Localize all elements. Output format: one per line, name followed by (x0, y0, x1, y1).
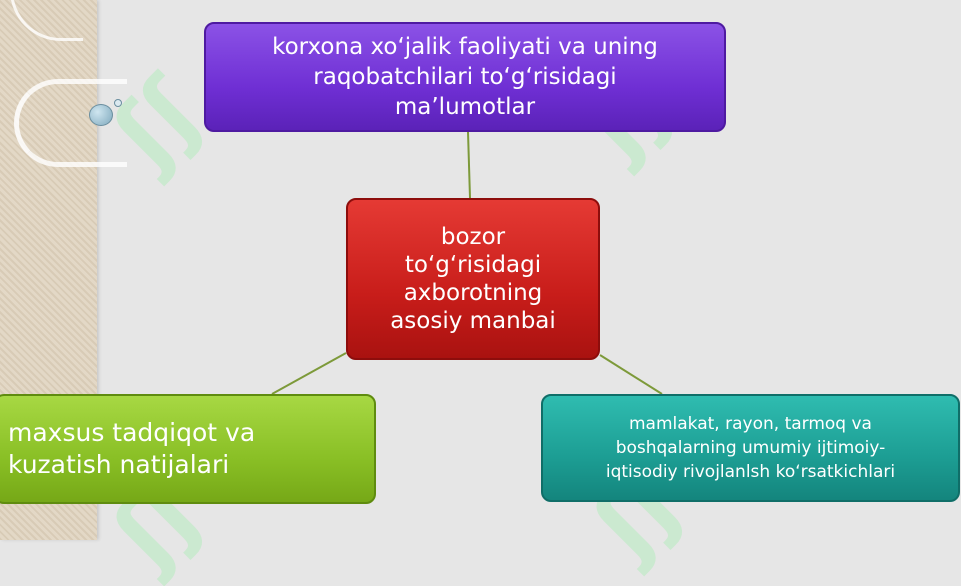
decorative-bubble-small (114, 99, 122, 107)
decorative-bubble-large (89, 104, 113, 126)
connector-top-center (467, 131, 471, 199)
connector-lines (271, 131, 663, 395)
connector-center-right (599, 354, 663, 395)
connector-center-left (271, 352, 347, 395)
node-company-activity-info: korxona xo‘jalik faoliyati va uning raqo… (204, 22, 726, 132)
decorative-ring (14, 79, 127, 167)
node-socioeconomic-indicators: mamlakat, rayon, tarmoq va boshqalarning… (541, 394, 960, 502)
node-main-information-source: bozor to‘g‘risidagi axborotning asosiy m… (346, 198, 600, 360)
node-special-research-results: maxsus tadqiqot va kuzatish natijalari (0, 394, 376, 504)
